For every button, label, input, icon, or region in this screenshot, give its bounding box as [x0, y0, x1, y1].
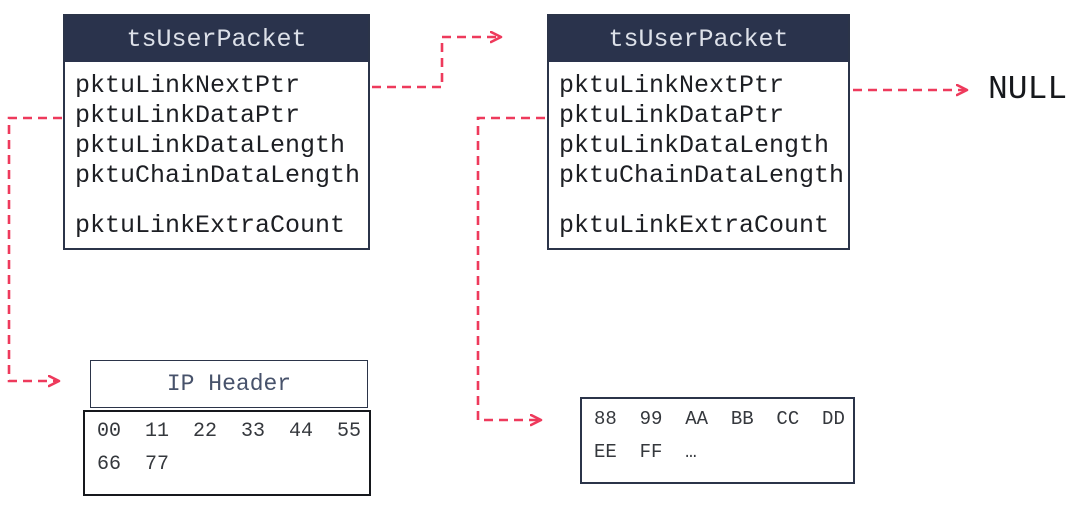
- packet-box-2-title: tsUserPacket: [549, 16, 848, 62]
- arrow-pkt2-dataptr-to-data-buffer-icon: [476, 116, 545, 420]
- packet-struct-box-2: tsUserPacket pktuLinkNextPtr pktuLinkDat…: [547, 14, 850, 250]
- field-link-data-length: pktuLinkDataLength: [75, 131, 346, 160]
- packet-struct-box-1: tsUserPacket pktuLinkNextPtr pktuLinkDat…: [63, 14, 370, 250]
- field-link-extra-count: pktuLinkExtraCount: [75, 211, 346, 240]
- field-chain-data-length: pktuChainDataLength: [75, 161, 361, 190]
- field-spacer: [559, 191, 848, 211]
- field-link-next-ptr: pktuLinkNextPtr: [559, 71, 785, 100]
- ip-header-data-box: 00 11 22 33 44 55 66 77: [83, 410, 371, 496]
- hex-line: 66 77: [97, 453, 170, 476]
- hex-line: 88 99 AA BB CC DD: [594, 408, 845, 430]
- field-link-next-ptr: pktuLinkNextPtr: [75, 71, 301, 100]
- field-link-extra-count: pktuLinkExtraCount: [559, 211, 830, 240]
- field-link-data-ptr: pktuLinkDataPtr: [75, 101, 301, 130]
- null-terminator-label: NULL: [988, 71, 1068, 108]
- field-link-data-ptr: pktuLinkDataPtr: [559, 101, 785, 130]
- packet-box-2-fields: pktuLinkNextPtr pktuLinkDataPtr pktuLink…: [549, 62, 848, 241]
- field-link-data-length: pktuLinkDataLength: [559, 131, 830, 160]
- hex-line: EE FF …: [594, 441, 697, 463]
- arrow-pkt1-nextptr-to-pkt2-icon: [372, 37, 500, 89]
- arrow-pkt1-dataptr-to-ip-header-icon: [7, 116, 62, 381]
- packet-box-1-title: tsUserPacket: [65, 16, 368, 62]
- field-spacer: [75, 191, 368, 211]
- data-buffer-box: 88 99 AA BB CC DD EE FF …: [580, 397, 855, 484]
- field-chain-data-length: pktuChainDataLength: [559, 161, 845, 190]
- hex-line: 00 11 22 33 44 55: [97, 420, 362, 443]
- ip-header-title-box: IP Header: [90, 360, 368, 408]
- packet-box-1-fields: pktuLinkNextPtr pktuLinkDataPtr pktuLink…: [65, 62, 368, 241]
